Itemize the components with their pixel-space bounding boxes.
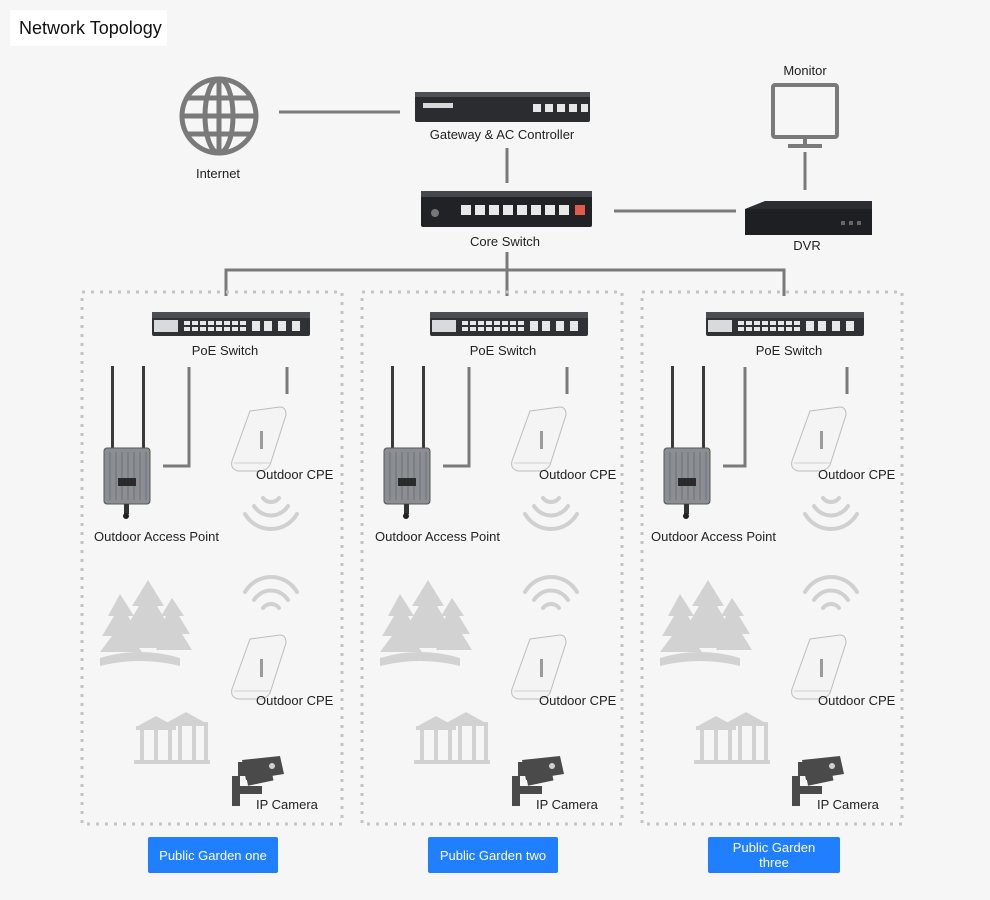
ip-camera-label: IP Camera	[536, 797, 598, 812]
gateway-device-icon	[415, 92, 590, 122]
title-box: Network Topology	[10, 10, 167, 46]
link-core-distribution	[224, 268, 786, 296]
wifi-signal-icon	[523, 496, 579, 532]
outdoor-cpe-icon	[511, 406, 567, 472]
outdoor-cpe-label: Outdoor CPE	[818, 693, 896, 708]
trees-icon	[660, 580, 752, 666]
poe-switch-label: PoE Switch	[755, 343, 823, 358]
outdoor-access-point-icon	[663, 365, 711, 520]
poe-switch-icon	[706, 312, 864, 336]
wifi-signal-icon	[803, 574, 859, 610]
outdoor-access-point-icon	[383, 365, 431, 520]
monitor-label: Monitor	[783, 63, 827, 78]
outdoor-cpe-icon	[511, 634, 567, 700]
outdoor-cpe-icon	[791, 634, 847, 700]
wifi-signal-icon	[243, 574, 299, 610]
garden-three-devices	[660, 312, 864, 806]
outdoor-cpe-icon	[231, 634, 287, 700]
garden-one-boundary	[80, 290, 344, 826]
outdoor-cpe-label: Outdoor CPE	[256, 693, 334, 708]
outdoor-access-point-label: Outdoor Access Point	[651, 529, 777, 544]
core-switch-label: Core Switch	[469, 234, 541, 249]
garden-three-boundary	[640, 290, 904, 826]
pavilion-icon	[694, 712, 770, 764]
wifi-signal-icon	[803, 496, 859, 532]
poe-switch-icon	[152, 312, 310, 336]
garden-one-devices	[100, 312, 310, 806]
poe-switch-label: PoE Switch	[191, 343, 259, 358]
outdoor-cpe-icon	[231, 406, 287, 472]
globe-icon	[179, 76, 259, 156]
wifi-signal-icon	[243, 496, 299, 532]
outdoor-access-point-label: Outdoor Access Point	[94, 529, 220, 544]
poe-switch-label: PoE Switch	[469, 343, 537, 358]
monitor-icon	[771, 83, 839, 148]
core-switch-device-icon	[421, 191, 592, 227]
garden-two-button[interactable]: Public Garden two	[428, 837, 558, 873]
outdoor-cpe-label: Outdoor CPE	[539, 467, 617, 482]
outdoor-cpe-icon	[791, 406, 847, 472]
trees-icon	[380, 580, 472, 666]
poe-switch-icon	[430, 312, 588, 336]
garden-two-boundary	[360, 290, 624, 826]
garden-three-button[interactable]: Public Garden three	[708, 837, 840, 873]
wifi-signal-icon	[523, 574, 579, 610]
dvr-device-icon	[745, 201, 872, 235]
outdoor-cpe-label: Outdoor CPE	[818, 467, 896, 482]
garden-one-button[interactable]: Public Garden one	[148, 837, 278, 873]
outdoor-access-point-icon	[103, 365, 151, 520]
garden-two-devices	[380, 312, 588, 806]
page-title: Network Topology	[19, 17, 162, 38]
pavilion-icon	[134, 712, 210, 764]
internet-label: Internet	[195, 166, 241, 181]
pavilion-icon	[414, 712, 490, 764]
outdoor-cpe-label: Outdoor CPE	[539, 693, 617, 708]
gateway-label: Gateway & AC Controller	[429, 127, 575, 142]
outdoor-cpe-label: Outdoor CPE	[256, 467, 334, 482]
outdoor-access-point-label: Outdoor Access Point	[375, 529, 501, 544]
dvr-label: DVR	[793, 238, 821, 253]
trees-icon	[100, 580, 192, 666]
ip-camera-label: IP Camera	[256, 797, 318, 812]
core-links	[224, 110, 807, 296]
ip-camera-label: IP Camera	[817, 797, 879, 812]
